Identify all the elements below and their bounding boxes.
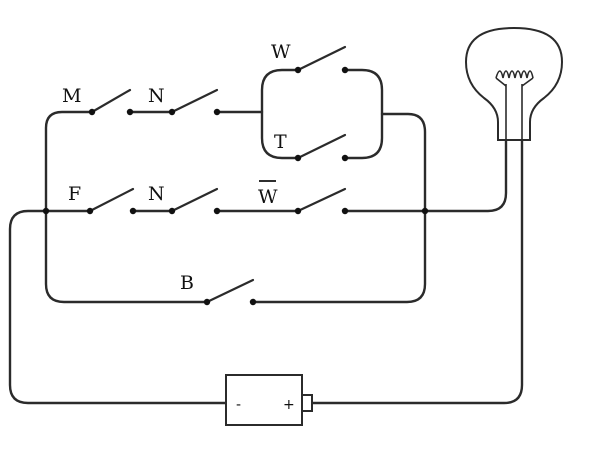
switch-wbar-contact-left [294,207,302,215]
battery-positive-sign: + [283,397,295,413]
junction-right [421,207,429,215]
wire-right-rail-bottom [251,209,427,304]
battery-negative-sign: - [236,397,241,413]
label-m: M [62,85,81,107]
switch-wbar-blade [296,187,347,213]
bulb-filament-support [495,77,534,87]
switch-w-blade [296,45,347,72]
switch-f-contact-right [129,207,137,215]
switch-t-contact-left [294,154,302,162]
wire-parallel-to-right-rail [380,112,427,213]
wire-left-rail-bottom [44,209,209,304]
battery: - + [225,374,313,426]
label-w-bar: W [258,186,278,208]
wire-battery-left [8,209,228,405]
label-t: T [274,131,287,153]
label-n-top: N [148,85,165,107]
switch-b-blade [205,278,255,304]
switch-t-contact-right [341,154,349,162]
wire-left-rail-top [44,110,94,213]
bulb-glass [464,26,564,141]
switch-n-top-blade [170,88,219,114]
switch-n-top-contact-right [213,108,221,116]
wire-parallel-left [260,68,300,160]
switch-m-contact-right [126,108,134,116]
battery-terminal [301,394,313,412]
label-n-mid: N [148,183,165,205]
switch-w-contact-left [294,66,302,74]
wire-to-bulb [423,138,508,213]
switch-w-contact-right [341,66,349,74]
switch-t-blade [296,133,347,160]
wire-parallel-right [343,68,384,160]
switch-m-contact-left [88,108,96,116]
switch-n-mid-contact-right [213,207,221,215]
junction-left [42,207,50,215]
battery-body [225,374,303,426]
switch-b-contact-left [203,298,211,306]
switch-wbar-contact-right [341,207,349,215]
label-w: W [271,41,291,63]
switch-f-contact-left [86,207,94,215]
label-b: B [180,272,194,294]
switch-b-contact-right [249,298,257,306]
bulb-filament [495,70,534,79]
switch-f-blade [88,187,135,213]
light-bulb [464,26,564,141]
wire-bulb-to-battery [310,138,524,405]
switch-n-mid-contact-left [168,207,176,215]
switch-m-blade [90,88,132,114]
switch-n-top-contact-left [168,108,176,116]
label-f: F [68,183,81,205]
switch-n-mid-blade [170,187,219,213]
